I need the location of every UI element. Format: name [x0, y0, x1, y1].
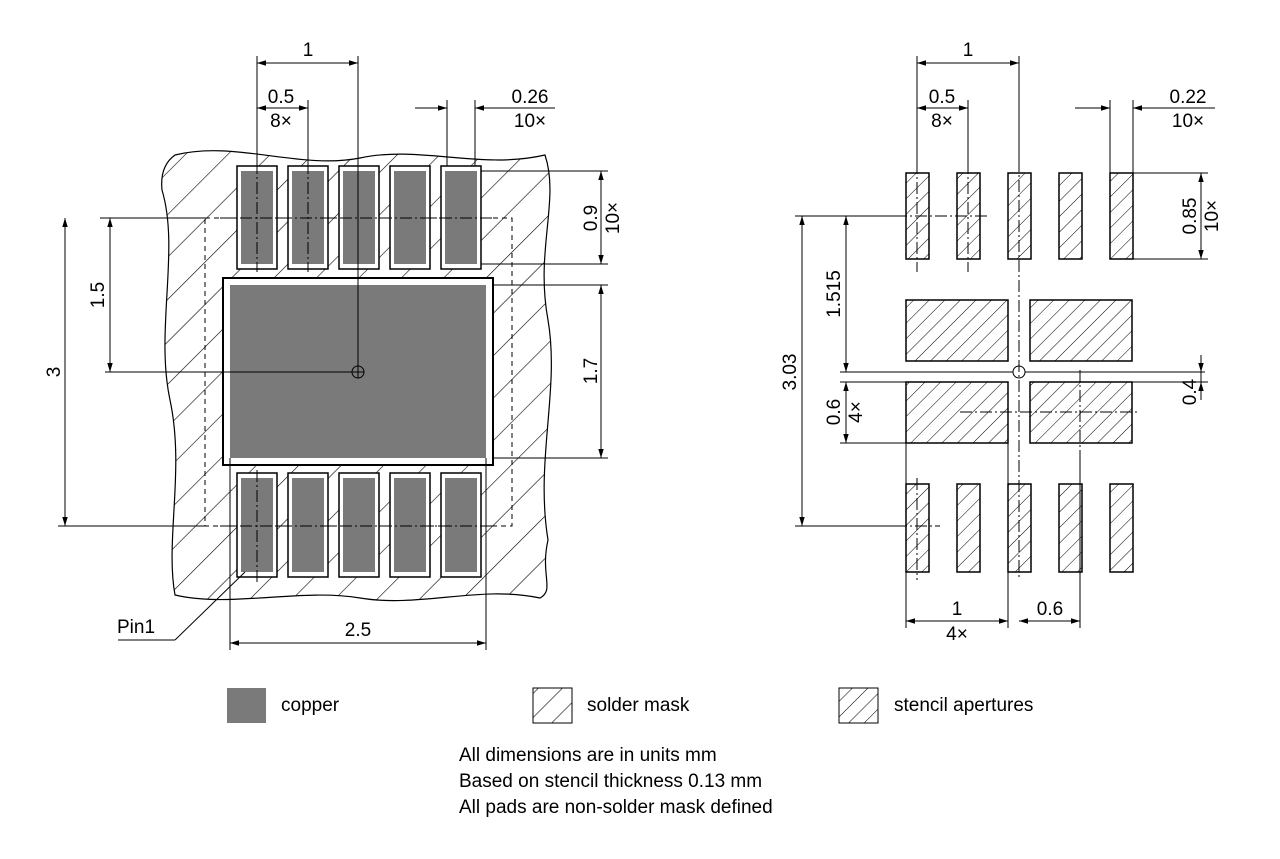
- legend-solder-mask-swatch: [532, 687, 573, 724]
- left-view: 1 0.5 8× 0.26 10× 0.9 10× 1.7 1.5 3: [44, 40, 624, 650]
- right-view: 1 0.5 8× 0.22 10× 0.85 10× 0.4 1.515 3.0…: [780, 40, 1223, 645]
- dim-block-height: 0.6: [824, 399, 845, 425]
- dim-pad-width-count: 8×: [270, 111, 292, 132]
- dim-pad-length: 0.9: [581, 205, 602, 231]
- dim-mask-opening: 0.26: [512, 87, 549, 108]
- dim-overall-height: 3: [44, 367, 65, 378]
- dim-exposed-pad-width: 2.5: [345, 620, 371, 641]
- legend-solder-mask-label: solder mask: [587, 695, 690, 716]
- dim-mask-opening-count: 10×: [514, 111, 546, 132]
- dim-aperture-gap-count: 10×: [1172, 111, 1204, 132]
- dim-pitch: 1: [303, 40, 314, 61]
- note-pads: All pads are non-solder mask defined: [459, 797, 773, 818]
- dim-pad-width: 0.5: [268, 87, 294, 108]
- dim-block-gap: 0.4: [1180, 378, 1201, 405]
- dim-stencil-overall-height: 3.03: [780, 354, 801, 391]
- legend-copper-label: copper: [281, 695, 340, 716]
- dim-block-width-count: 4×: [946, 624, 968, 645]
- dim-block-spacing: 0.6: [1037, 599, 1063, 620]
- notes: All dimensions are in units mm Based on …: [459, 743, 773, 821]
- dim-pad-length-count: 10×: [603, 202, 624, 234]
- dim-aperture-width-count: 8×: [931, 111, 953, 132]
- dim-aperture-length: 0.85: [1180, 198, 1201, 235]
- legend-stencil-swatch: [838, 687, 879, 724]
- dim-block-width: 1: [952, 599, 963, 620]
- dim-exposed-pad-height: 1.7: [581, 358, 602, 384]
- dim-stencil-center-offset: 1.515: [824, 270, 845, 318]
- legend-copper-swatch: [227, 688, 266, 723]
- dim-aperture-width: 0.5: [929, 87, 955, 108]
- legend-stencil-label: stencil apertures: [894, 695, 1033, 716]
- bottom-pads: [236, 472, 482, 578]
- pin1-label: Pin1: [117, 617, 155, 638]
- dim-aperture-gap: 0.22: [1170, 87, 1207, 108]
- dim-aperture-length-count: 10×: [1202, 200, 1223, 232]
- note-stencil-thickness: Based on stencil thickness 0.13 mm: [459, 771, 763, 792]
- dim-stencil-pitch: 1: [963, 40, 974, 61]
- legend: copper solder mask stencil apertures: [227, 687, 1033, 724]
- dim-block-height-count: 4×: [846, 401, 867, 423]
- note-units: All dimensions are in units mm: [459, 745, 717, 766]
- dim-center-offset: 1.5: [88, 282, 109, 308]
